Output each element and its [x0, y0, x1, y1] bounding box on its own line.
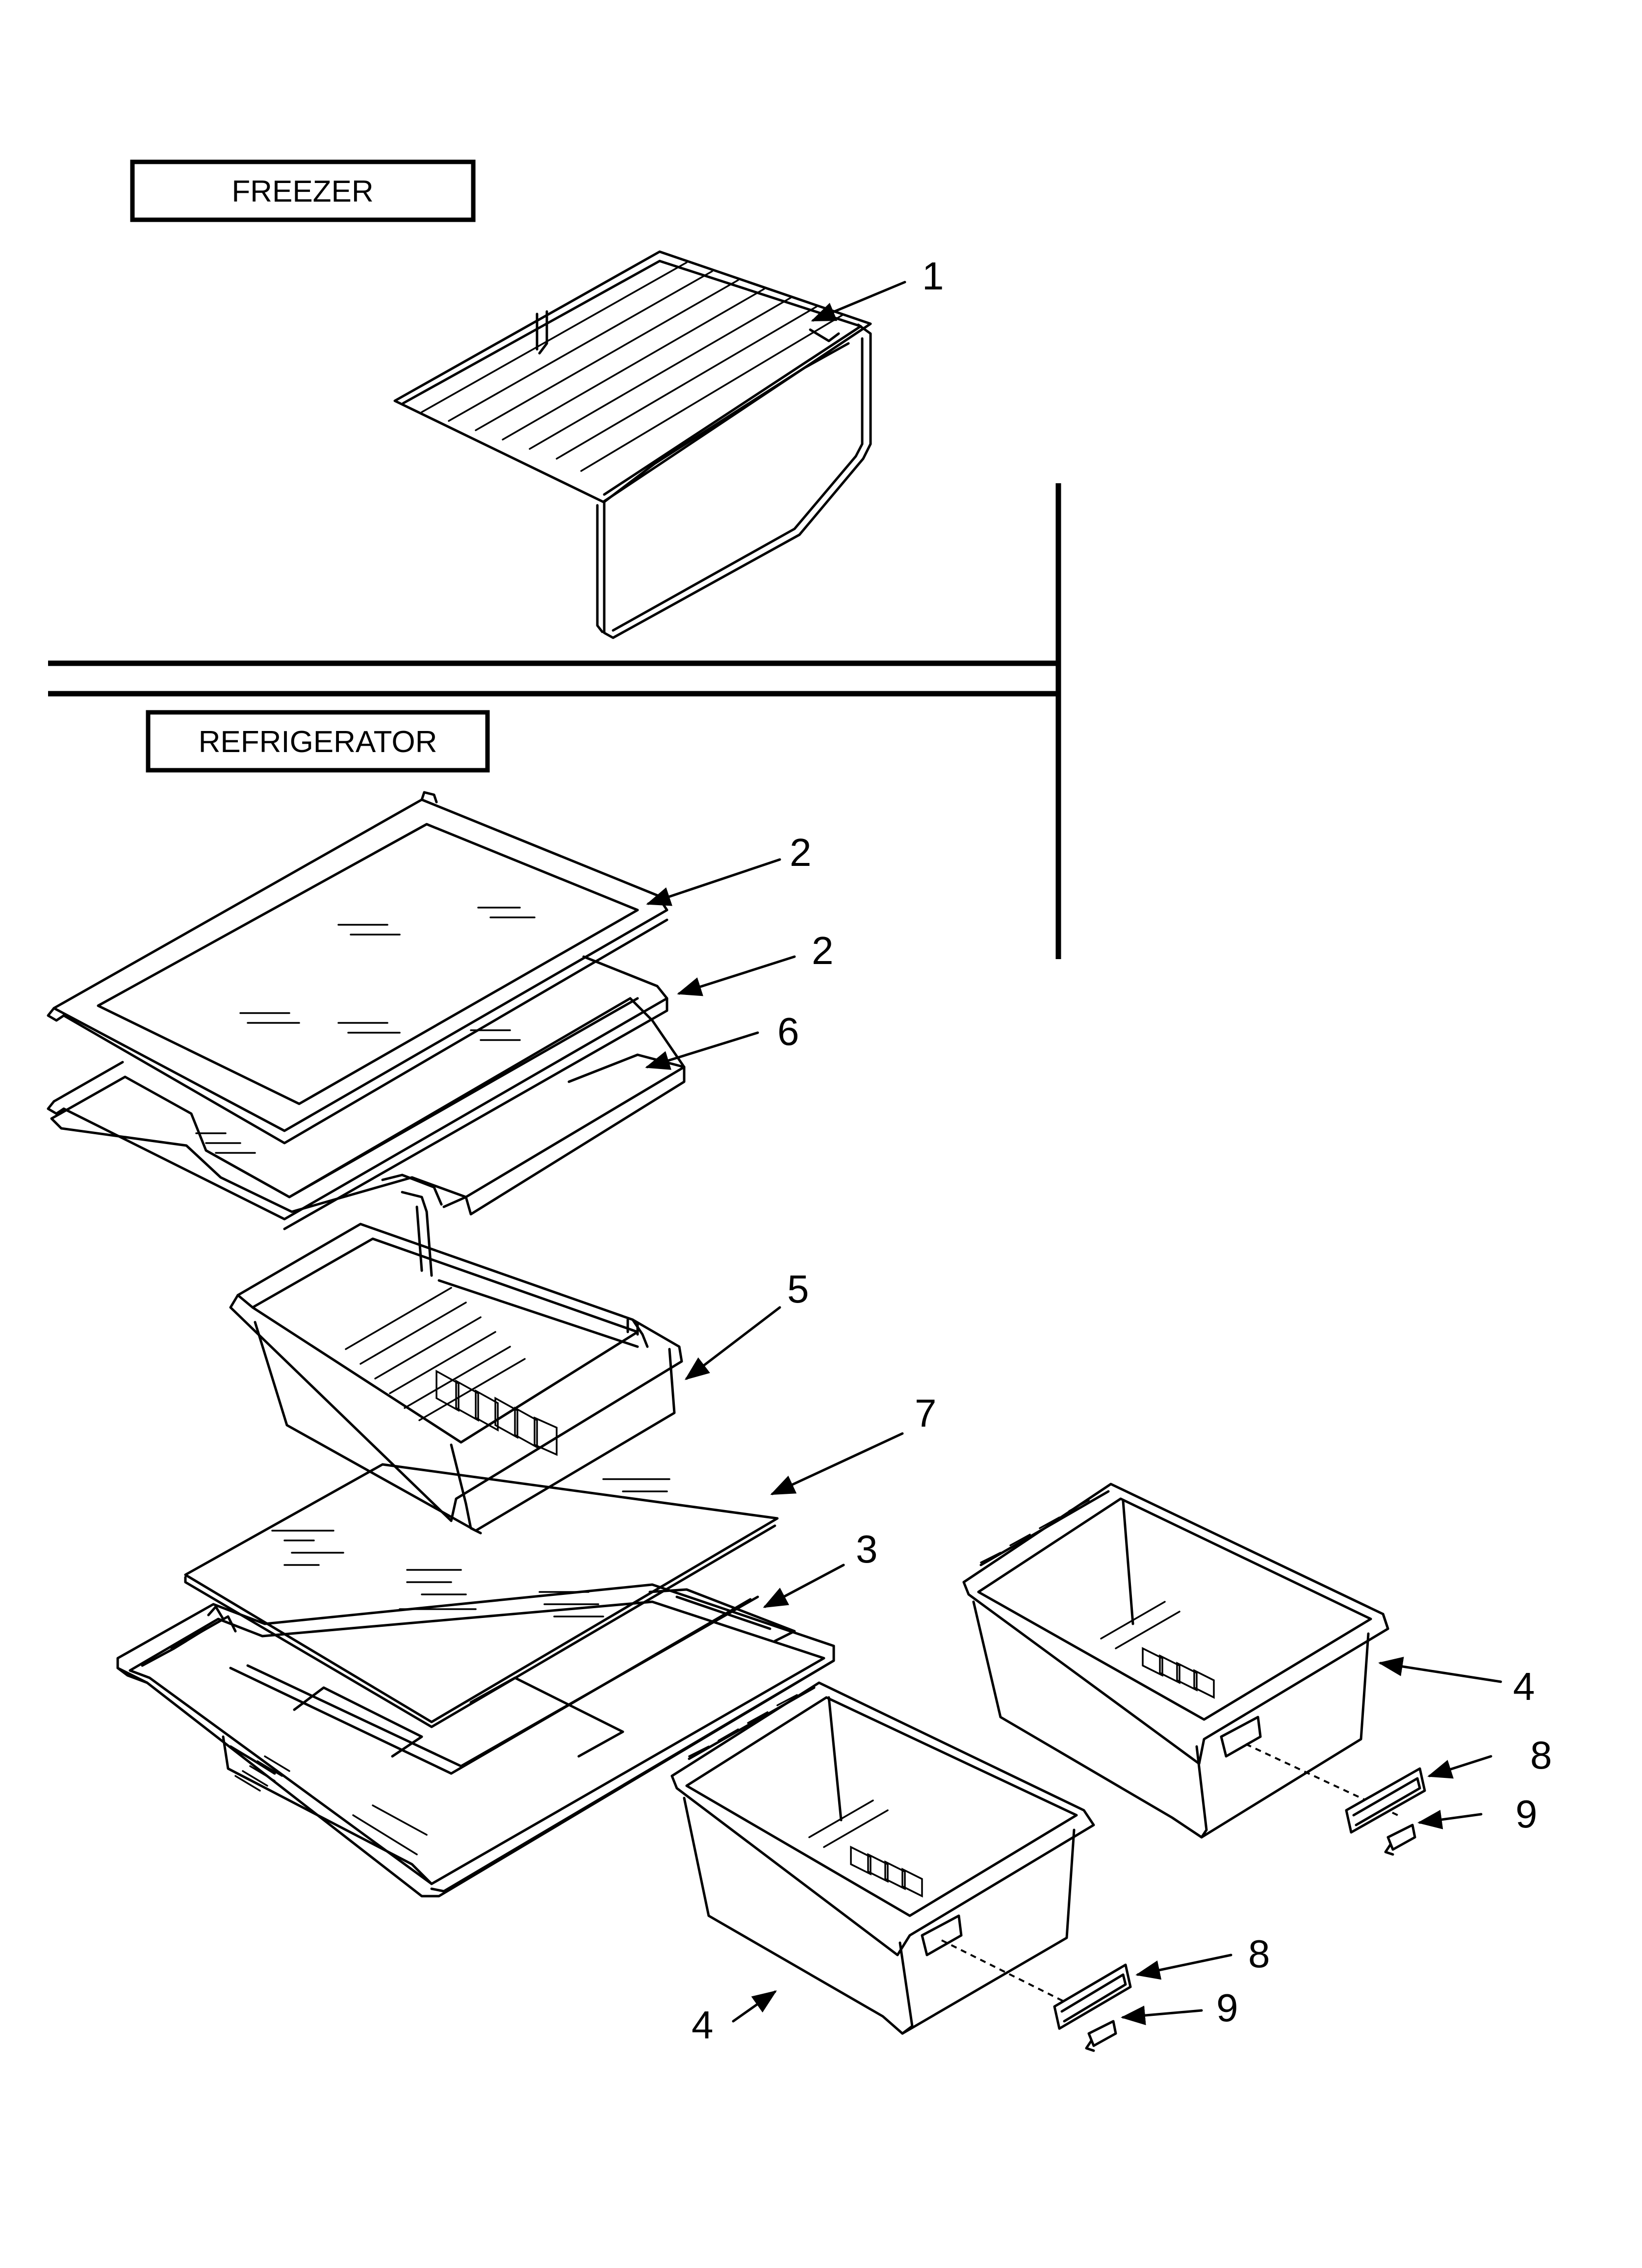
callout-1: 1 — [922, 254, 944, 298]
callout-4: 4 — [692, 2003, 714, 2047]
label-clip-left — [1085, 2020, 1117, 2052]
section-divider — [48, 483, 1061, 959]
callout-9: 9 — [1515, 1792, 1538, 1836]
label-holder-left — [941, 1939, 1132, 2030]
callout-8: 8 — [1248, 1932, 1270, 1976]
callout-9: 9 — [1216, 1986, 1238, 2030]
label-holder-right — [1245, 1743, 1426, 1834]
freezer-wire-shelf — [393, 250, 872, 639]
label-clip-right — [1384, 1824, 1416, 1856]
callout-numbers: 1 2 2 6 5 7 3 4 8 9 8 9 4 — [692, 254, 1552, 2047]
callout-3: 3 — [856, 1527, 878, 1571]
refrigerator-section-header: REFRIGERATOR — [146, 710, 490, 773]
callout-2: 2 — [790, 831, 812, 874]
glass-shelf-upper — [47, 791, 668, 1145]
callout-7: 7 — [915, 1391, 937, 1435]
callout-leaders — [645, 281, 1502, 2026]
freezer-section-header: FREEZER — [130, 159, 476, 222]
callout-6: 6 — [777, 1010, 799, 1053]
crisper-support-frame — [116, 1583, 835, 1898]
callout-8: 8 — [1530, 1733, 1552, 1777]
crisper-drawer-upper — [229, 1205, 683, 1535]
callout-4: 4 — [1513, 1665, 1535, 1708]
crisper-drawer-right — [962, 1483, 1389, 1839]
crisper-drawer-left — [670, 1681, 1095, 2035]
glass-shelf-lower — [47, 955, 668, 1230]
callout-5: 5 — [787, 1267, 809, 1311]
refrigerator-label: REFRIGERATOR — [199, 725, 437, 759]
freezer-label: FREEZER — [231, 175, 373, 209]
crisper-cover-glass — [184, 1463, 779, 1728]
shelf-frame — [50, 997, 686, 1216]
callout-2: 2 — [812, 929, 834, 972]
